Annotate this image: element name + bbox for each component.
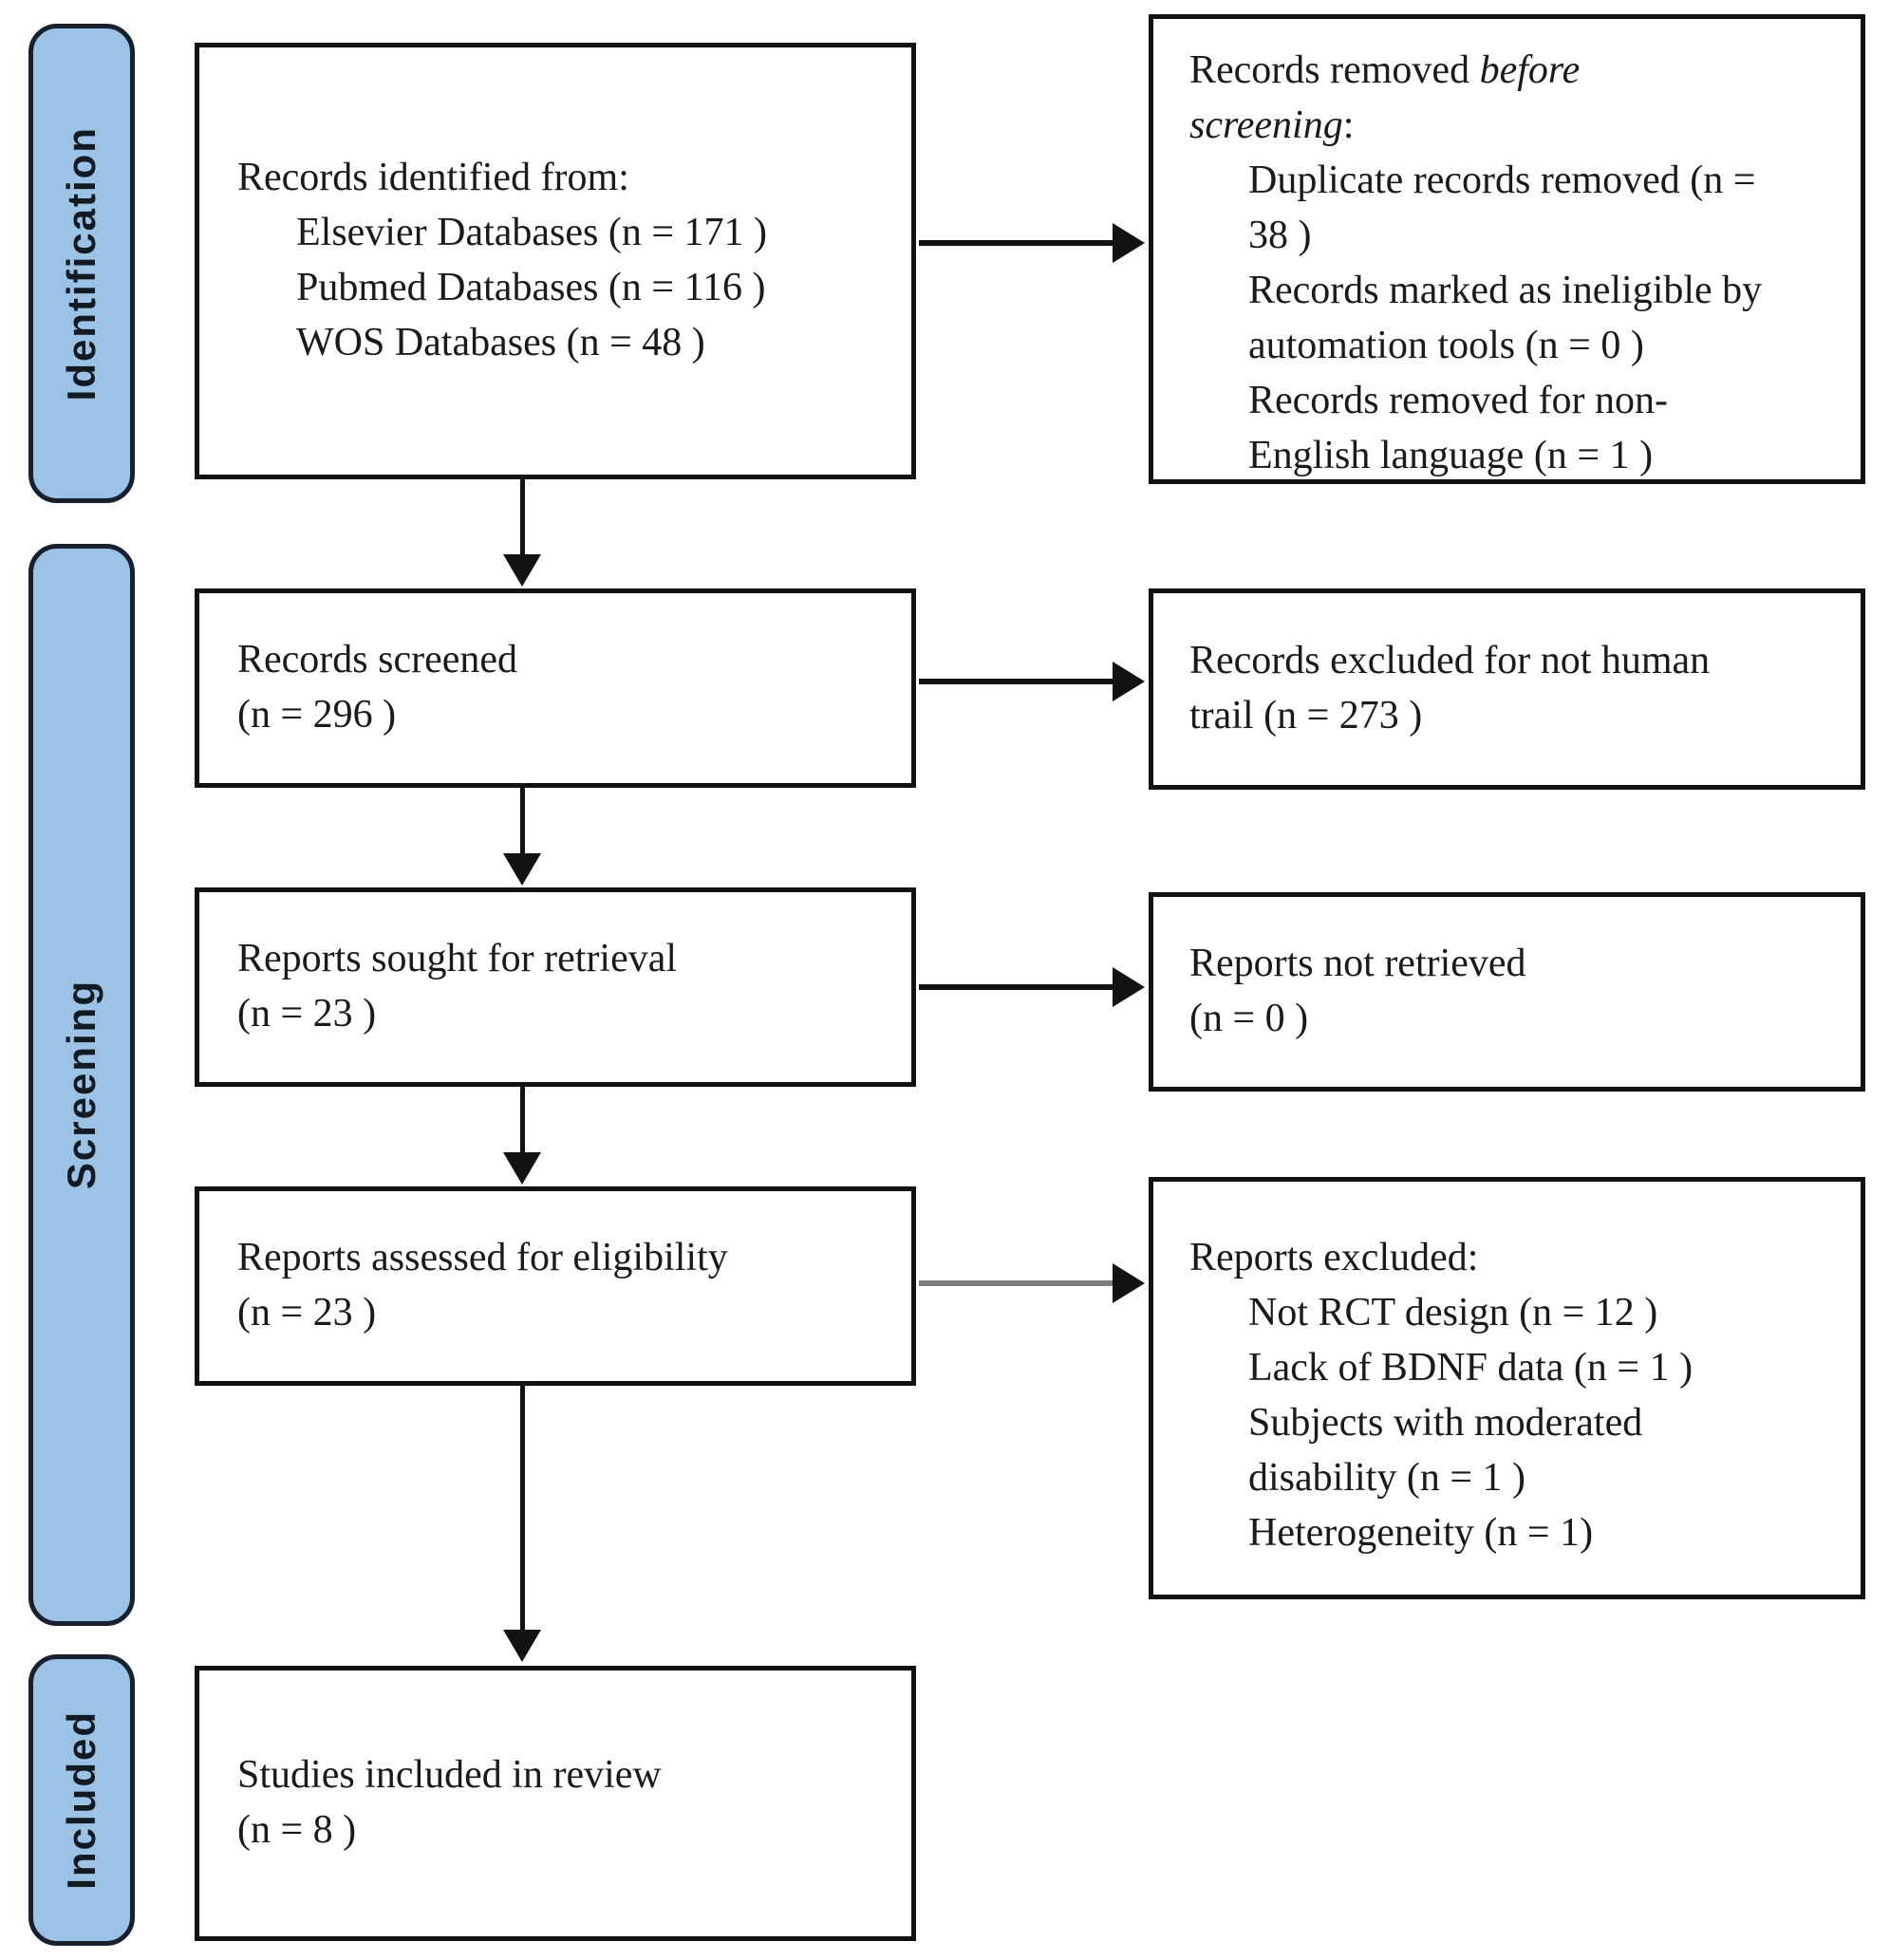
reports-not-retrieved-line1: Reports not retrieved (1189, 942, 1526, 986)
arrow-line (919, 240, 1113, 246)
box-reports-sought: Reports sought for retrieval (n = 23 ) (195, 887, 916, 1087)
arrow-line-gray (919, 1280, 1113, 1286)
reports-excluded-item: Lack of BDNF data (n = 1 ) (1248, 1345, 1694, 1390)
box-reports-excluded: Reports excluded: Not RCT design (n = 12… (1149, 1177, 1865, 1599)
records-removed-item: Records marked as ineligible by automati… (1248, 268, 1763, 367)
reports-excluded-item: Heterogeneity (n = 1) (1248, 1510, 1594, 1555)
box-studies-included: Studies included in review (n = 8 ) (195, 1666, 916, 1941)
records-identified-item: Pubmed Databases (n = 116 ) (296, 266, 766, 309)
records-removed-title: Records removed before screening: (1189, 48, 1581, 147)
arrow-line (919, 984, 1113, 990)
phase-pill-included: Included (28, 1654, 135, 1946)
box-records-identified: Records identified from: Elsevier Databa… (195, 43, 916, 479)
arrow-down-head-icon (503, 1630, 541, 1662)
reports-assessed-line1: Reports assessed for eligibility (237, 1236, 728, 1280)
reports-excluded-item: Not RCT design (n = 12 ) (1248, 1290, 1658, 1335)
reports-excluded-item: Subjects with moderated disability (n = … (1248, 1400, 1643, 1500)
records-removed-item: Duplicate records removed (n = 38 ) (1248, 158, 1756, 257)
phase-label-screening: Screening (59, 980, 103, 1190)
records-removed-item: Records removed for non-English language… (1248, 378, 1669, 477)
studies-included-line1: Studies included in review (237, 1753, 662, 1798)
reports-not-retrieved-line2: (n = 0 ) (1189, 997, 1309, 1040)
arrow-down-head-icon (503, 1152, 541, 1185)
reports-excluded-title: Reports excluded: (1189, 1236, 1479, 1279)
box-records-removed: Records removed before screening: Duplic… (1149, 14, 1865, 484)
phase-label-included: Included (59, 1710, 103, 1890)
arrow-line (520, 479, 525, 557)
reports-sought-line2: (n = 23 ) (237, 992, 377, 1036)
box-records-screened: Records screened (n = 296 ) (195, 588, 916, 788)
arrow-line (520, 788, 525, 856)
arrow-down-head-icon (503, 554, 541, 587)
arrow-line (520, 1087, 525, 1155)
records-identified-item: Elsevier Databases (n = 171 ) (296, 211, 768, 255)
arrow-right-head-icon (1113, 662, 1145, 701)
phase-pill-screening: Screening (28, 544, 135, 1626)
reports-assessed-line2: (n = 23 ) (237, 1291, 377, 1335)
box-reports-not-retrieved: Reports not retrieved (n = 0 ) (1149, 892, 1865, 1092)
records-identified-title: Records identified from: (237, 156, 629, 200)
reports-sought-line1: Reports sought for retrieval (237, 937, 678, 981)
box-records-excluded: Records excluded for not human trail (n … (1149, 588, 1865, 790)
arrow-right-head-icon (1113, 1263, 1145, 1303)
records-screened-line2: (n = 296 ) (237, 693, 397, 737)
arrow-right-head-icon (1113, 223, 1145, 263)
arrow-line (919, 679, 1113, 684)
arrow-down-head-icon (503, 853, 541, 886)
records-identified-item: WOS Databases (n = 48 ) (296, 320, 705, 364)
phase-label-identification: Identification (59, 125, 103, 401)
arrow-line (520, 1386, 525, 1633)
records-screened-line1: Records screened (237, 638, 518, 682)
records-excluded-text: Records excluded for not human trail (n … (1189, 639, 1711, 737)
phase-pill-identification: Identification (28, 24, 135, 503)
box-reports-assessed: Reports assessed for eligibility (n = 23… (195, 1186, 916, 1386)
studies-included-line2: (n = 8 ) (237, 1808, 357, 1852)
arrow-right-head-icon (1113, 967, 1145, 1007)
